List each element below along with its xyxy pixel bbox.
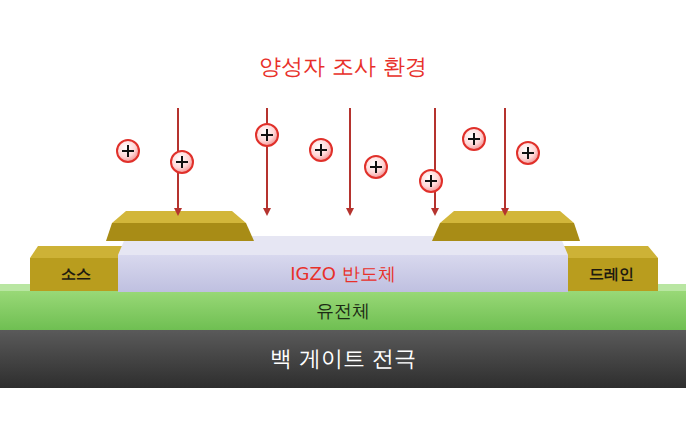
source-front (30, 258, 122, 291)
drain-front (564, 258, 658, 291)
igzo-front (118, 255, 568, 292)
proton-plus (370, 161, 382, 173)
proton-circle (310, 139, 332, 161)
proton-circle (171, 151, 193, 173)
proton-circle (256, 124, 278, 146)
gate-layer (0, 330, 686, 388)
dielectric-layer: 유전체 (0, 292, 686, 330)
gate-electrode: 백 게이트 전극 (0, 330, 686, 388)
proton-plus (261, 129, 273, 141)
title: 양성자 조사 환경 (0, 52, 686, 82)
proton-circle (365, 156, 387, 178)
layer-label: 소스 (61, 265, 91, 284)
proton-arrows (178, 108, 505, 214)
drain-raised-side (432, 223, 580, 241)
proton-plus (522, 147, 534, 159)
proton-plus (425, 175, 437, 187)
proton-plus (468, 133, 480, 145)
proton-circle (463, 128, 485, 150)
proton-plus (122, 145, 134, 157)
semiconductor-layer: IGZO 반도체 (122, 255, 564, 292)
drain-raised-top (440, 211, 574, 223)
layer-label: 유전체 (316, 299, 370, 323)
proton-symbols (117, 124, 539, 192)
drain-electrode: 드레인 (564, 258, 658, 291)
source-top (30, 246, 122, 258)
proton-circle (117, 140, 139, 162)
dielectric-layer (0, 290, 686, 330)
source-electrode: 소스 (30, 258, 122, 291)
proton-plus (315, 144, 327, 156)
layer-label: IGZO 반도체 (290, 262, 395, 286)
proton-circle (517, 142, 539, 164)
proton-circle (420, 170, 442, 192)
source-raised-side (106, 223, 254, 241)
layer-label: 드레인 (589, 265, 634, 284)
proton-plus (176, 156, 188, 168)
layer-label: 백 게이트 전극 (270, 344, 416, 374)
drain-top (564, 246, 658, 258)
